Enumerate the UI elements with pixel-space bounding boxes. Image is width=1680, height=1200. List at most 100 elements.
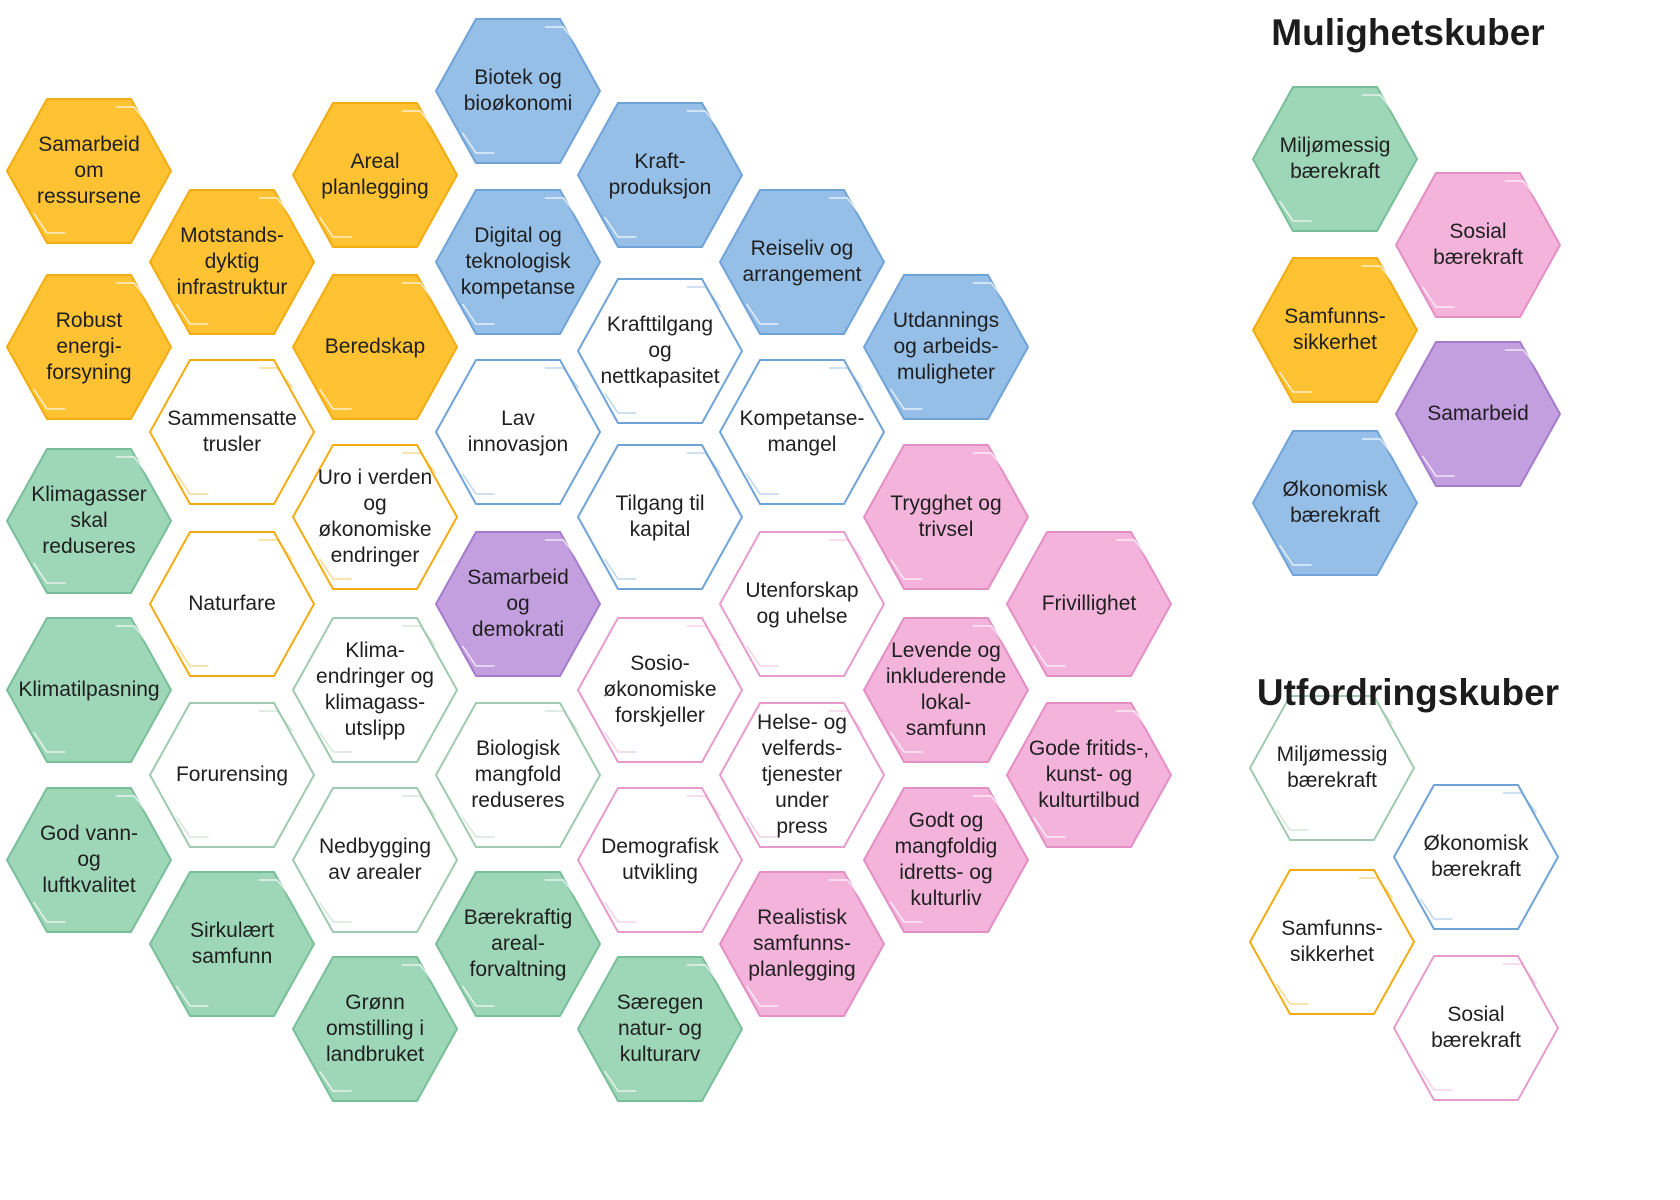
hex-samarbeid: Samarbeid <box>1394 340 1562 488</box>
hex-reiseliv-og-arrangement: Reiseliv og arrangement <box>718 188 886 336</box>
hex-krafttilgang-og-nettkapasitet: Krafttilgang og nettkapasitet <box>576 277 744 425</box>
hex-outline <box>435 359 601 505</box>
hex-outline <box>435 531 601 677</box>
hex-highlight-bottom <box>461 816 495 838</box>
hex-outline <box>1395 172 1561 318</box>
hex-forurensing: Forurensing <box>148 701 316 849</box>
hex-label: Lav innovasjon <box>467 407 569 456</box>
hex-kompetanse-mangel: Kompetanse- mangel <box>718 358 886 506</box>
hex-shape <box>719 189 885 335</box>
hex-shape <box>292 956 458 1102</box>
hex-highlight-top <box>828 539 864 561</box>
hex-shape <box>577 444 743 590</box>
hex-label: Forurensing <box>175 763 289 786</box>
hex-outline <box>149 871 315 1017</box>
hex-highlight-top <box>686 625 722 647</box>
hex-samfunns-sikkerhet: Samfunns- sikkerhet <box>1248 868 1416 1016</box>
hex-shape <box>435 18 601 164</box>
hex-label: Demografisk utvikling <box>601 835 719 884</box>
hex-label: Bærekraftig areal- forvaltning <box>463 906 573 981</box>
hex-highlight-bottom <box>745 473 779 495</box>
hex-samarbeid-og-demokrati: Samarbeid og demokrati <box>434 530 602 678</box>
hex-trygghet-og-trivsel: Trygghet og trivsel <box>862 443 1030 591</box>
hex-label: Sammensatte trusler <box>167 407 297 456</box>
hex-shape <box>1252 257 1418 403</box>
hex-outline <box>149 189 315 335</box>
hex-gronn-omstilling-i-landbruket: Grønn omstilling i landbruket <box>291 955 459 1103</box>
hex-sosio-okonomiske-forskjeller: Sosio- økonomiske forskjeller <box>576 616 744 764</box>
hex-highlight-bottom <box>318 901 352 923</box>
hex-highlight-bottom <box>603 392 637 414</box>
hex-label: Godt og mangfoldig idretts- og kulturliv <box>894 809 998 910</box>
hex-shape <box>292 274 458 420</box>
hex-highlight-bottom <box>32 562 66 584</box>
hex-highlight-top <box>1358 877 1394 899</box>
hex-outline <box>292 274 458 420</box>
hex-outline <box>6 274 172 420</box>
hex-shape <box>435 702 601 848</box>
hex-label: Klimagasser skal reduseres <box>31 483 147 558</box>
hex-highlight-bottom <box>745 645 779 667</box>
hex-outline <box>577 787 743 933</box>
hex-shape <box>577 278 743 424</box>
hex-highlight-top <box>972 452 1008 474</box>
hex-highlight-bottom <box>1275 809 1309 831</box>
hex-highlight-bottom <box>461 132 495 154</box>
hex-outline <box>1252 430 1418 576</box>
hex-shape <box>719 359 885 505</box>
hex-label: Sosio- økonomiske forskjeller <box>603 652 717 727</box>
hex-highlight-top <box>115 625 151 647</box>
hex-utdannings-og-arbeids-muligheter: Utdannings og arbeids- muligheter <box>862 273 1030 421</box>
hex-highlight-bottom <box>1421 286 1455 308</box>
hex-highlight-bottom <box>1421 455 1455 477</box>
hex-outline <box>1393 784 1559 930</box>
hex-shape <box>435 871 601 1017</box>
hex-label: Biotek og bioøkonomi <box>463 66 573 115</box>
hex-outline <box>719 531 885 677</box>
hex-label: Utenforskap og uhelse <box>745 579 859 628</box>
hex-shape <box>149 871 315 1017</box>
hex-label: Samarbeid og demokrati <box>467 566 569 641</box>
hex-shape <box>719 531 885 677</box>
hex-highlight-bottom <box>889 388 923 410</box>
hex-outline <box>6 787 172 933</box>
hex-highlight-bottom <box>175 816 209 838</box>
hex-highlight-bottom <box>745 985 779 1007</box>
hex-outline <box>863 274 1029 420</box>
hex-highlight-bottom <box>1278 371 1312 393</box>
hex-sosial-baerekraft: Sosial bærekraft <box>1392 954 1560 1102</box>
hex-klimatilpasning: Klimatilpasning <box>5 616 173 764</box>
hex-label: Gode fritids-, kunst- og kulturtilbud <box>1028 737 1150 812</box>
hex-highlight-top <box>1115 710 1151 732</box>
hex-highlight-bottom <box>889 558 923 580</box>
hex-outline <box>149 702 315 848</box>
hex-label: Grønn omstilling i landbruket <box>325 991 425 1066</box>
challenge-heading: Utfordringskuber <box>1256 672 1560 713</box>
hex-shape <box>149 702 315 848</box>
hex-highlight-bottom <box>745 816 779 838</box>
hex-klima-endringer-og-klimagass-utslipp: Klima- endringer og klimagass- utslipp <box>291 616 459 764</box>
hex-shape <box>1249 869 1415 1015</box>
hex-highlight-top <box>686 286 722 308</box>
hex-highlight-bottom <box>175 303 209 325</box>
hex-sirkulaert-samfunn: Sirkulært samfunn <box>148 870 316 1018</box>
hex-highlight-top <box>828 367 864 389</box>
hex-highlight-top <box>686 110 722 132</box>
hex-outline <box>719 189 885 335</box>
hex-lav-innovasjon: Lav innovasjon <box>434 358 602 506</box>
hex-outline <box>577 278 743 424</box>
hex-shape <box>1252 430 1418 576</box>
hex-shape <box>863 787 1029 933</box>
hex-highlight-bottom <box>32 901 66 923</box>
hex-levende-og-inkluderende-lokal-samfunn: Levende og inkluderende lokal- samfunn <box>862 616 1030 764</box>
hex-highlight-bottom <box>175 985 209 1007</box>
hex-shape <box>6 274 172 420</box>
hex-shape <box>1249 695 1415 841</box>
hex-label: Samarbeid <box>1427 402 1529 425</box>
hex-highlight-top <box>686 795 722 817</box>
hex-highlight-top <box>544 879 580 901</box>
hex-highlight-top <box>401 452 437 474</box>
hex-outline <box>1006 702 1172 848</box>
hex-utenforskap-og-uhelse: Utenforskap og uhelse <box>718 530 886 678</box>
hex-highlight-bottom <box>32 388 66 410</box>
